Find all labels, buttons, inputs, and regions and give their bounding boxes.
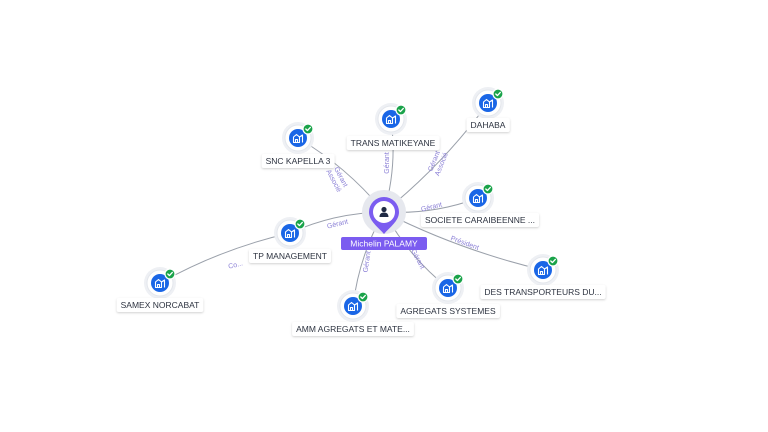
verified-check-icon: [547, 255, 559, 267]
company-label-box: [420, 213, 540, 227]
building-icon: [537, 265, 549, 276]
company-node-societe-caraibeenne[interactable]: SOCIETE CARAIBEENNE ...: [420, 182, 540, 227]
company-label-box: [249, 249, 331, 263]
company-label-box: [292, 322, 414, 336]
company-label-box: [261, 154, 335, 168]
company-label-box: [346, 136, 440, 150]
company-node-snc-kapella-3[interactable]: SNC KAPELLA 3: [261, 122, 335, 168]
company-node-dahaba[interactable]: DAHABA: [466, 87, 510, 132]
company-label-box: [396, 304, 500, 318]
person-icon: [379, 206, 389, 217]
center-label-box: [341, 237, 427, 250]
company-label-box: [466, 118, 510, 132]
company-label: SOCIETE CARAIBEENNE ...: [425, 215, 535, 225]
building-icon: [284, 228, 296, 239]
center-label: Michelin PALAMY: [350, 239, 418, 249]
building-icon: [154, 278, 166, 289]
company-label: DAHABA: [471, 120, 506, 130]
company-node-amm-agregats[interactable]: AMM AGREGATS ET MATE...: [292, 290, 414, 336]
company-label: DES TRANSPORTEURS DU...: [484, 287, 601, 297]
verified-check-icon: [482, 183, 494, 195]
company-label: AGREGATS SYSTEMES: [400, 306, 496, 316]
company-label-box: [480, 285, 606, 299]
edge-label: Gérant: [326, 219, 349, 231]
company-node-trans-matikeyane[interactable]: TRANS MATIKEYANE: [346, 103, 440, 150]
edge-label: Gérant: [384, 152, 391, 173]
building-icon: [347, 301, 359, 312]
edge-label: GérantAssocié: [324, 165, 349, 194]
building-icon: [385, 114, 397, 125]
building-icon: [442, 283, 454, 294]
verified-check-icon: [357, 291, 369, 303]
company-label-box: [116, 298, 204, 312]
verified-check-icon: [492, 88, 504, 100]
building-icon: [482, 98, 494, 109]
building-icon: [292, 133, 304, 144]
company-label: SNC KAPELLA 3: [266, 156, 331, 166]
verified-check-icon: [395, 104, 407, 116]
company-label: TP MANAGEMENT: [253, 251, 327, 261]
company-label: TRANS MATIKEYANE: [351, 138, 436, 148]
company-node-tp-management[interactable]: TP MANAGEMENT: [249, 217, 331, 263]
building-icon: [472, 193, 484, 204]
center-node[interactable]: Michelin PALAMY: [341, 190, 427, 250]
nodes-layer: TRANS MATIKEYANE DAHABA SNC KAPELLA 3 SOCIE…: [116, 87, 606, 336]
edge-label: Co...: [228, 260, 244, 270]
edge-label: Gérant: [363, 251, 373, 273]
company-label: SAMEX NORCABAT: [121, 300, 200, 310]
company-node-agregats-systemes[interactable]: AGREGATS SYSTEMES: [396, 272, 500, 318]
company-label: AMM AGREGATS ET MATE...: [296, 324, 410, 334]
verified-check-icon: [452, 273, 464, 285]
edge-label: Gérant: [409, 248, 425, 270]
verified-check-icon: [164, 268, 176, 280]
company-node-des-transporteurs[interactable]: DES TRANSPORTEURS DU...: [480, 254, 606, 299]
verified-check-icon: [302, 123, 314, 135]
edge-label: Président: [449, 235, 479, 252]
company-node-samex-norcabat[interactable]: SAMEX NORCABAT: [116, 267, 204, 312]
edge-label: Gérant: [420, 202, 443, 214]
verified-check-icon: [294, 218, 306, 230]
edge-label: GérantAssocié: [427, 149, 450, 177]
